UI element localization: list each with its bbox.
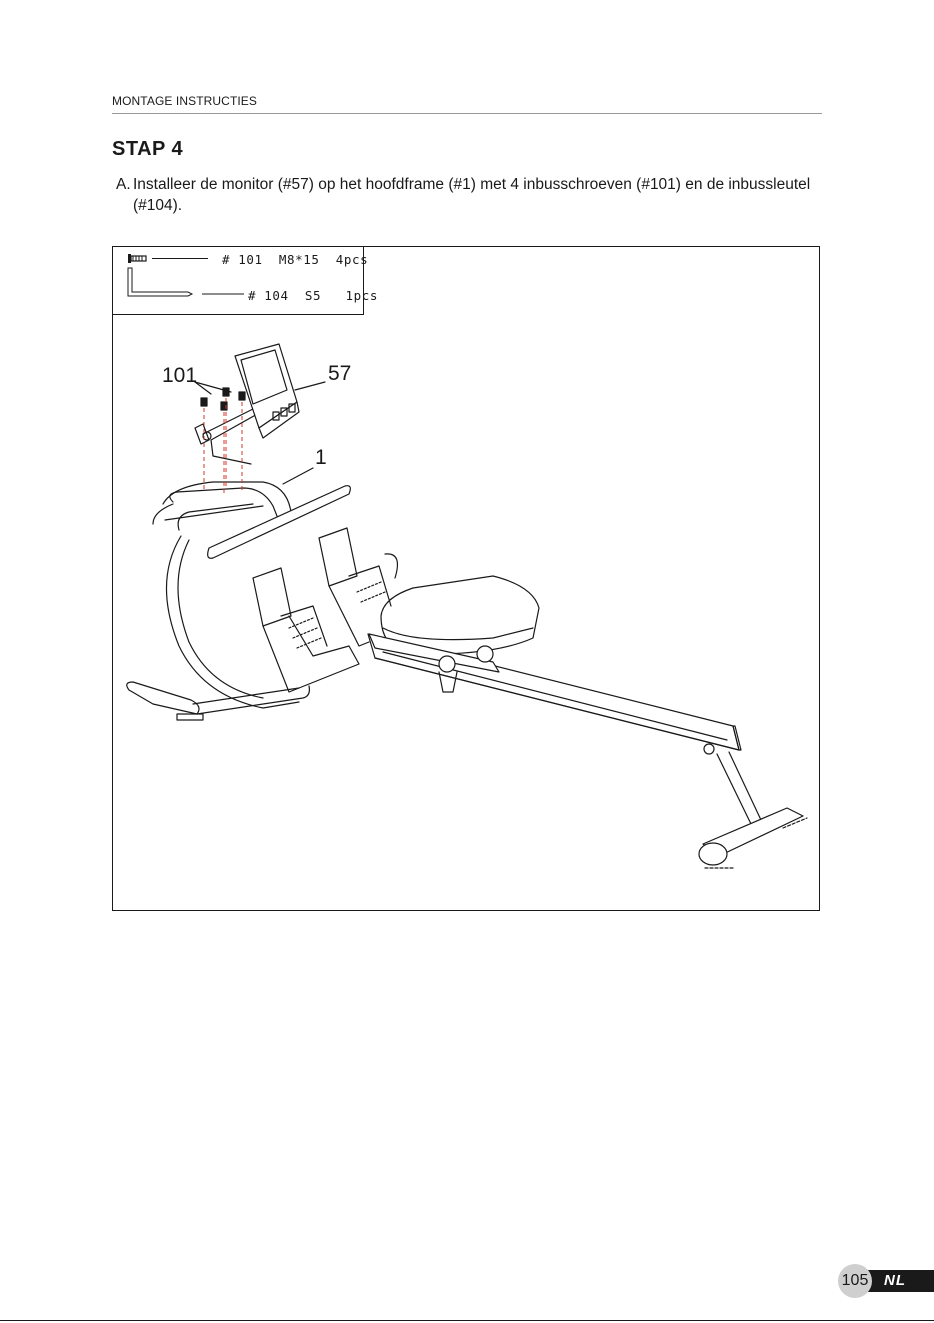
instruction-item: A. Installeer de monitor (#57) op het ho… <box>116 174 836 216</box>
front-base <box>127 682 310 720</box>
rowing-machine-illustration <box>113 316 819 910</box>
running-head: MONTAGE INSTRUCTIES <box>112 94 257 108</box>
guide-lines <box>204 398 242 496</box>
monitor-mount <box>195 408 261 464</box>
instruction-text: Installeer de monitor (#57) op het hoofd… <box>116 174 836 216</box>
part-label-101: # 101 M8*15 4pcs <box>222 252 368 267</box>
header-divider <box>112 113 822 114</box>
footer-divider <box>0 1320 934 1321</box>
callout-101: 101 <box>162 364 197 388</box>
callout-1: 1 <box>315 446 327 470</box>
rear-stabilizer <box>699 752 807 868</box>
footrest-left <box>253 568 359 692</box>
allen-key-icon <box>128 268 244 296</box>
callout-57: 57 <box>328 362 351 386</box>
page-tab: 105 NL <box>838 1264 934 1296</box>
language-code: NL <box>884 1272 906 1289</box>
page-number: 105 <box>838 1264 872 1298</box>
monitor <box>235 344 299 438</box>
instruction-marker: A. <box>116 174 131 195</box>
parts-list: # 101 M8*15 4pcs # 104 S5 1pcs <box>112 246 364 315</box>
part-label-104: # 104 S5 1pcs <box>248 288 378 303</box>
step-title: STAP 4 <box>112 138 183 161</box>
bolt-icon <box>128 254 208 263</box>
